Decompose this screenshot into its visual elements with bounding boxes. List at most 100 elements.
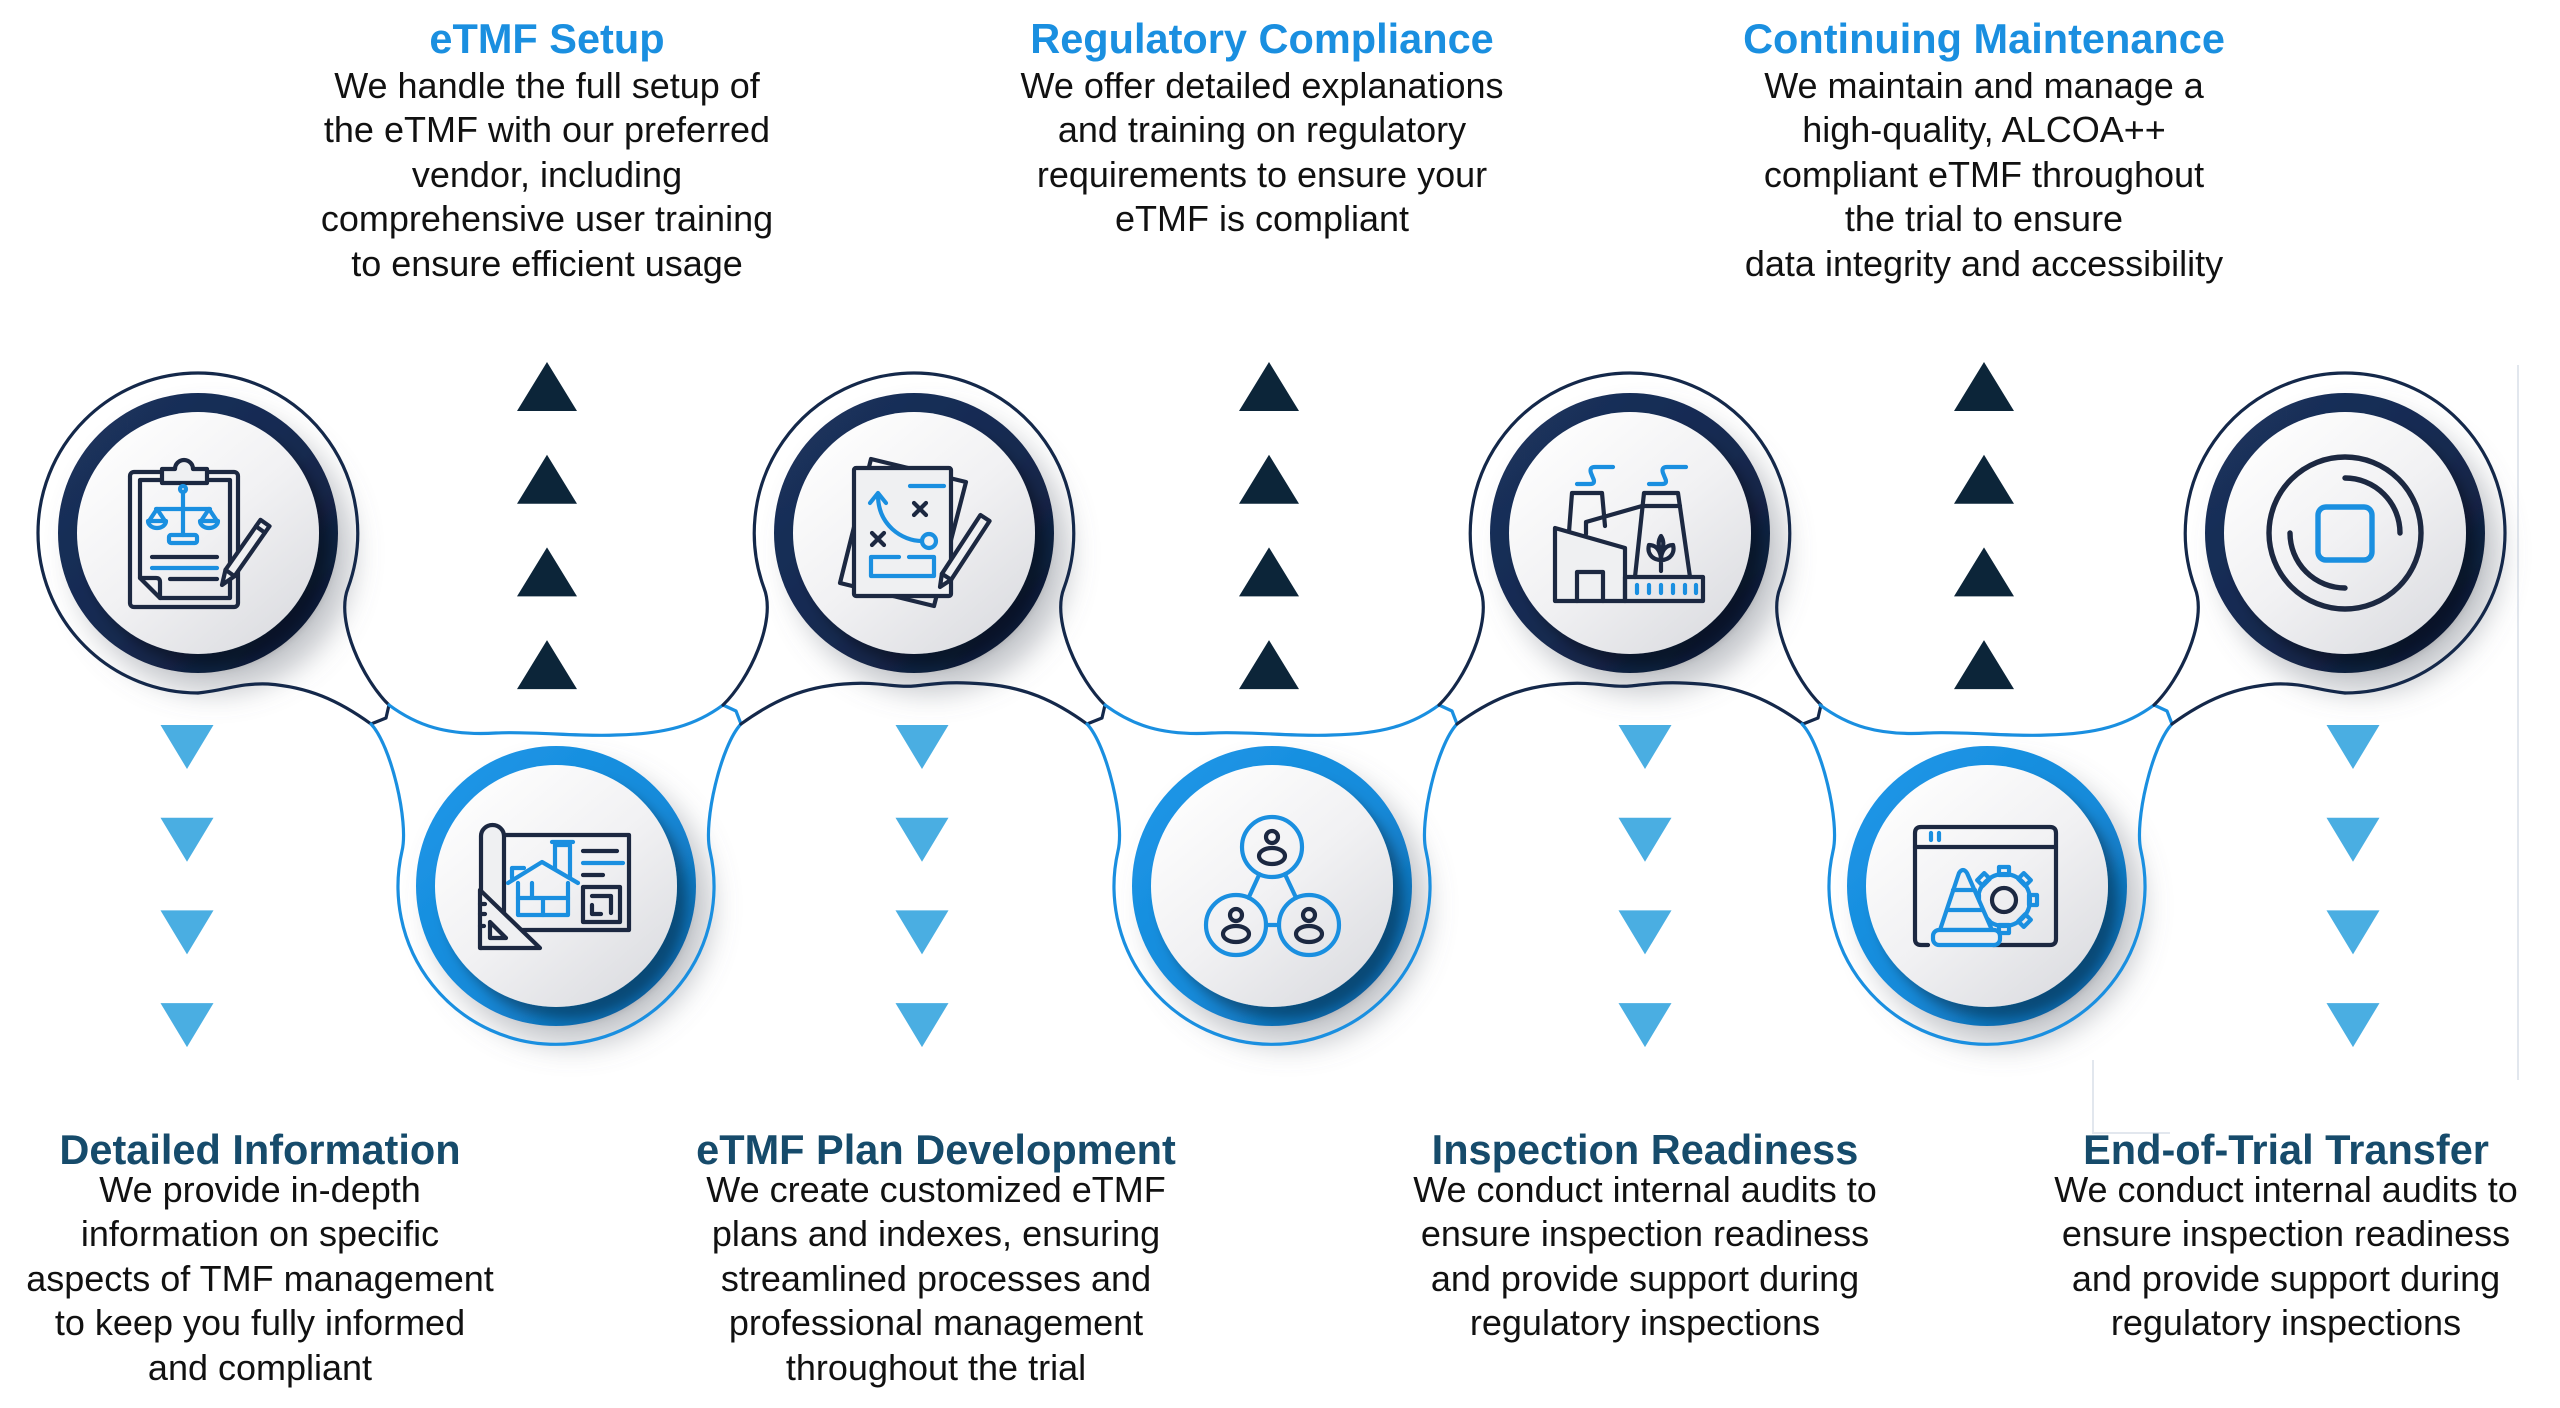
connector-outline-top (36, 371, 391, 707)
step-4-caption: Regulatory Compliance We offer detailed … (962, 16, 1562, 242)
junction-bracket (369, 703, 391, 726)
junction-bracket (1085, 703, 1107, 726)
node-disc (2224, 412, 2466, 654)
step-description-line: We create customized eTMF (706, 1168, 1166, 1210)
connector-wave (1818, 703, 2156, 737)
triangle-up-icon (1239, 640, 1299, 690)
team-network-icon (1203, 814, 1342, 958)
step-title: End-of-Trial Transfer (2083, 1126, 2489, 1173)
step-description-line: comprehensive user training (320, 198, 774, 240)
step-node-5 (1490, 393, 1770, 673)
home-button-icon (2266, 454, 2424, 612)
step-description-line: data integrity and accessibility (1744, 242, 2224, 284)
traffic-cone-icon (1937, 867, 1995, 933)
connector-outline-top (2152, 371, 2507, 707)
step-node-7 (2205, 393, 2485, 673)
step-title: Detailed Information (59, 1126, 461, 1173)
connector-neck (1455, 681, 1805, 726)
node-disc (1151, 765, 1393, 1007)
step-description-line: ensure inspection readiness (1420, 1213, 1870, 1255)
background-edge-line (2092, 1060, 2170, 1134)
connector-outline-bottom (369, 722, 743, 1046)
step-description-line: We conduct internal audits to (1413, 1168, 1877, 1210)
connector-outline-bottom (1800, 722, 2174, 1046)
step-title: Inspection Readiness (1431, 1126, 1859, 1173)
step-description-line: information on specific (80, 1213, 440, 1255)
blueprint-house-icon (477, 822, 632, 951)
triangle-up-icon (1239, 547, 1299, 597)
step-description-line: We handle the full setup of (334, 64, 760, 106)
triangle-down-icon (160, 910, 214, 955)
triangle-down-icon (1618, 725, 1672, 769)
triangle-up-icon (517, 640, 577, 690)
step-title: Continuing Maintenance (1743, 15, 2225, 62)
step-description-line: vendor, including (411, 153, 683, 195)
connector-outline-top (1437, 371, 1823, 707)
triangle-down-icon (160, 1003, 214, 1048)
step-description-line: requirements to ensure your (1036, 153, 1488, 195)
triangle-down-icon (895, 1003, 949, 1048)
step-node-6 (1847, 746, 2127, 1026)
step-description: We provide in-depth information on speci… (0, 1168, 560, 1391)
step-description-line: and compliant (147, 1346, 373, 1388)
step-description-line: and provide support during (1430, 1257, 1860, 1299)
step-description-line: plans and indexes, ensuring (711, 1213, 1161, 1255)
step-description-line: to ensure efficient usage (351, 242, 743, 284)
node-disc (1509, 412, 1751, 654)
step-description-line: high-quality, ALCOA++ (1802, 109, 2166, 151)
step-description-line: and training on regulatory (1057, 109, 1467, 151)
junction-bracket (721, 703, 743, 726)
triangle-down-icon (895, 817, 949, 862)
junction-bracket (2152, 703, 2174, 726)
step-description: We create customized eTMF plans and inde… (636, 1168, 1236, 1391)
triangle-down-icon (1618, 1003, 1672, 1048)
step-5-caption: Inspection Readiness We conduct internal… (1345, 1127, 1945, 1346)
clipboard-scales-icon (127, 457, 272, 610)
connector-neck (739, 681, 1089, 726)
triangle-up-icon (517, 454, 577, 504)
triangle-down-icon (2326, 725, 2380, 769)
step-description: We offer detailed explanations and train… (962, 64, 1562, 242)
step-description-line: ensure inspection readiness (2061, 1213, 2511, 1255)
connector-outline (36, 371, 2507, 1046)
node-disc (1866, 765, 2108, 1007)
step-description-line: and provide support during (2071, 1257, 2501, 1299)
connector-wave (1103, 703, 1441, 737)
step-title: eTMF Plan Development (696, 1126, 1176, 1173)
triangle-up-icon (1239, 362, 1299, 411)
step-node-1 (58, 393, 338, 673)
triangle-up-icon (1954, 547, 2014, 597)
step-node-3 (774, 393, 1054, 673)
step-description-line: throughout the trial (785, 1346, 1087, 1388)
step-3-caption: eTMF Plan Development We create customiz… (636, 1127, 1236, 1391)
step-description-line: the eTMF with our preferred (323, 109, 771, 151)
step-description-line: compliant eTMF throughout (1763, 153, 2205, 195)
step-description-line: We maintain and manage a (1764, 64, 2204, 106)
step-description-line: streamlined processes and (720, 1257, 1152, 1299)
triangle-down-icon (2326, 910, 2380, 955)
step-description-line: regulatory inspections (1469, 1302, 1821, 1344)
connector-outline-bottom (1085, 722, 1459, 1046)
step-nodes (58, 393, 2485, 1026)
step-description-line: the trial to ensure (1844, 198, 2124, 240)
step-description-line: We offer detailed explanations (1020, 64, 1504, 106)
step-node-4 (1132, 746, 1412, 1026)
node-disc (77, 412, 319, 654)
step-title: eTMF Setup (429, 15, 665, 62)
triangle-up-icon (1954, 640, 2014, 690)
step-title: Regulatory Compliance (1030, 15, 1494, 62)
connector-wave (387, 703, 725, 737)
step-description-line: regulatory inspections (2110, 1302, 2462, 1344)
step-6-caption: Continuing Maintenance We maintain and m… (1684, 16, 2284, 287)
triangle-down-icon (160, 817, 214, 862)
connector-neck (2170, 682, 2347, 726)
step-1-caption: Detailed Information We provide in-depth… (0, 1127, 560, 1391)
flow-arrows (160, 362, 2380, 1048)
triangle-down-icon (2326, 1003, 2380, 1048)
step-description-line: professional management (728, 1302, 1144, 1344)
node-disc (435, 765, 677, 1007)
triangle-up-icon (1954, 362, 2014, 411)
step-description: We handle the full setup of the eTMF wit… (247, 64, 847, 287)
triangle-down-icon (1618, 910, 1672, 955)
